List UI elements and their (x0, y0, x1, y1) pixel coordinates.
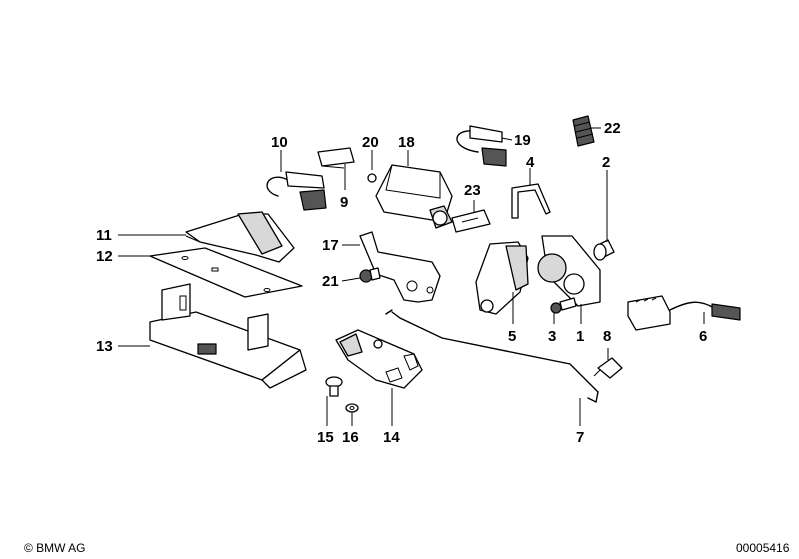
image-number: 00005416 (736, 541, 790, 555)
callout-23: 23 (464, 182, 481, 199)
part-23-plunger (451, 209, 491, 233)
callout-10: 10 (271, 134, 288, 151)
callout-6: 6 (699, 328, 707, 345)
part-8-bulb (593, 357, 623, 379)
callout-5: 5 (508, 328, 516, 345)
callout-4: 4 (526, 154, 535, 171)
part-3-screw (550, 297, 577, 314)
part-7-rod (385, 309, 599, 404)
part-16-washer (345, 403, 359, 413)
part-5-latch (475, 241, 529, 315)
part-18-actuator (375, 164, 453, 229)
callout-21: 21 (322, 273, 339, 290)
callout-17: 17 (322, 237, 339, 254)
callout-12: 12 (96, 248, 113, 265)
callout-20: 20 (362, 134, 379, 151)
callout-18: 18 (398, 134, 415, 151)
part-21-nut (359, 267, 381, 283)
callout-7: 7 (576, 429, 584, 446)
callout-13: 13 (96, 338, 113, 355)
part-17-bracket (359, 231, 441, 303)
callout-14: 14 (383, 429, 400, 446)
callout-1: 1 (576, 328, 584, 345)
callout-9: 9 (340, 194, 348, 211)
part-1-lock (537, 235, 601, 307)
callout-3: 3 (548, 328, 556, 345)
callout-22: 22 (604, 120, 621, 137)
callouts: 1 2 3 4 5 6 7 8 9 10 11 12 13 14 15 16 1… (96, 120, 707, 446)
leader-lines (118, 127, 705, 426)
part-2-bolt (593, 239, 615, 261)
part-10-connector (266, 171, 327, 211)
callout-8: 8 (603, 328, 611, 345)
callout-15: 15 (317, 429, 334, 446)
callout-2: 2 (602, 154, 610, 171)
copyright-text: © BMW AG (24, 541, 86, 555)
part-22-spring (572, 115, 595, 147)
part-20-screw (367, 173, 377, 183)
callout-16: 16 (342, 429, 359, 446)
part-15-screw (325, 376, 343, 397)
part-4-bracket (511, 183, 551, 219)
part-12-plate (149, 247, 303, 298)
part-9-clip (317, 147, 355, 169)
part-11-cover (185, 211, 295, 263)
part-14-holder (335, 329, 423, 389)
part-13-base (149, 283, 307, 389)
callout-11: 11 (96, 227, 112, 244)
part-6-connector (627, 295, 741, 331)
callout-19: 19 (514, 132, 531, 149)
part-19-connector (456, 125, 507, 167)
